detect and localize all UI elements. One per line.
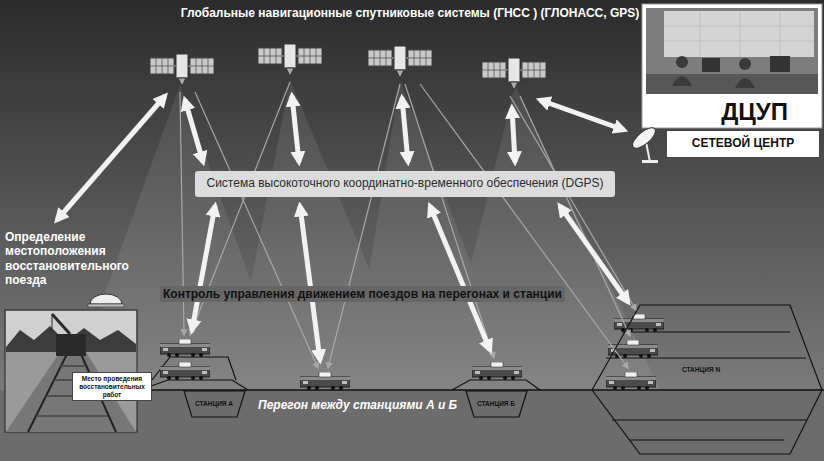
locomotive xyxy=(472,362,522,380)
control-center-panel: ДЦУП xyxy=(642,4,822,128)
monitor xyxy=(702,58,720,72)
signal-lines xyxy=(180,82,636,368)
operator xyxy=(739,58,751,70)
desk xyxy=(646,74,818,94)
antenna-base xyxy=(88,304,124,307)
node-text: СТАНЦИЯ N xyxy=(682,366,822,373)
station-outline: СТАНЦИЯ Б xyxy=(466,391,527,417)
node-text: Система высокоточного координатно-времен… xyxy=(206,177,603,191)
photo-room xyxy=(646,8,818,94)
station-a-sidings xyxy=(140,357,248,390)
data-arrow xyxy=(540,100,624,130)
satellite-dish xyxy=(629,124,658,163)
control-room-photo xyxy=(642,4,822,128)
locomotive xyxy=(160,339,210,357)
work-site-box: Место проведения восстановительных работ xyxy=(72,372,152,401)
photo-crane xyxy=(56,334,86,356)
data-arrows xyxy=(57,96,628,360)
node-text: Место проведения восстановительных работ xyxy=(76,375,148,398)
locomotive xyxy=(606,372,656,390)
video-wall xyxy=(664,11,814,57)
data-arrow xyxy=(292,96,299,162)
photo-panel xyxy=(642,4,822,128)
signal-line xyxy=(195,92,318,368)
location-label: Определение местоположения восстановител… xyxy=(5,230,145,288)
signal-line xyxy=(510,96,636,310)
operator xyxy=(676,56,688,68)
signal-line xyxy=(328,84,400,368)
node-text: СТАНЦИЯ Б xyxy=(477,400,515,407)
satellite xyxy=(368,46,432,78)
photo-frame xyxy=(5,310,137,432)
station-outline: СТАНЦИЯ А xyxy=(184,391,245,417)
control-label: Контроль управления движением поездов на… xyxy=(160,286,565,302)
station-outline-shape xyxy=(592,305,822,455)
dgps-band: Система высокоточного координатно-времен… xyxy=(195,171,615,197)
locomotive xyxy=(160,362,210,380)
data-arrow xyxy=(402,98,408,162)
data-arrow xyxy=(560,206,628,302)
dish-mast xyxy=(646,142,650,162)
outline-polygon xyxy=(466,391,527,417)
monitor xyxy=(770,56,790,72)
recovery-train-photo xyxy=(5,310,137,432)
data-arrow xyxy=(185,100,203,162)
data-arrow xyxy=(512,108,515,162)
dish-base xyxy=(642,160,658,163)
station-n-tracks xyxy=(606,332,806,440)
video-wall-grid xyxy=(664,11,814,57)
diagram-title: Глобальные навигационные спутниковые сис… xyxy=(110,6,710,20)
signal-line xyxy=(420,84,628,368)
outline-polygon xyxy=(184,391,245,417)
node-text: ДЦУП xyxy=(721,98,788,126)
outline-polygon xyxy=(592,305,822,454)
node-text: СТАНЦИЯ А xyxy=(195,400,233,407)
section-label: Перегон между станциями А и Б xyxy=(258,398,457,412)
satellite xyxy=(150,54,214,86)
data-arrow xyxy=(192,206,215,330)
operator xyxy=(735,78,755,88)
signal-beams xyxy=(70,80,660,390)
antenna-dome xyxy=(90,294,122,304)
operator xyxy=(672,76,692,86)
signal-beam xyxy=(440,85,660,390)
gnss-antenna xyxy=(88,294,124,307)
satellite xyxy=(258,44,322,76)
station-b-siding xyxy=(452,380,540,390)
satellite xyxy=(482,58,546,90)
dish-reflector xyxy=(629,124,658,151)
photo-crane-boom xyxy=(52,314,70,334)
node-text: СЕТЕВОЙ ЦЕНТР xyxy=(692,137,794,151)
station-outline: СТАНЦИЯ N xyxy=(592,305,822,455)
data-arrow xyxy=(430,206,490,350)
data-arrow xyxy=(300,206,320,360)
locomotive xyxy=(300,372,350,390)
photo-crane-hook xyxy=(52,314,53,330)
network-center-box: СЕТЕВОЙ ЦЕНТР xyxy=(666,130,820,158)
data-arrow xyxy=(57,96,165,220)
